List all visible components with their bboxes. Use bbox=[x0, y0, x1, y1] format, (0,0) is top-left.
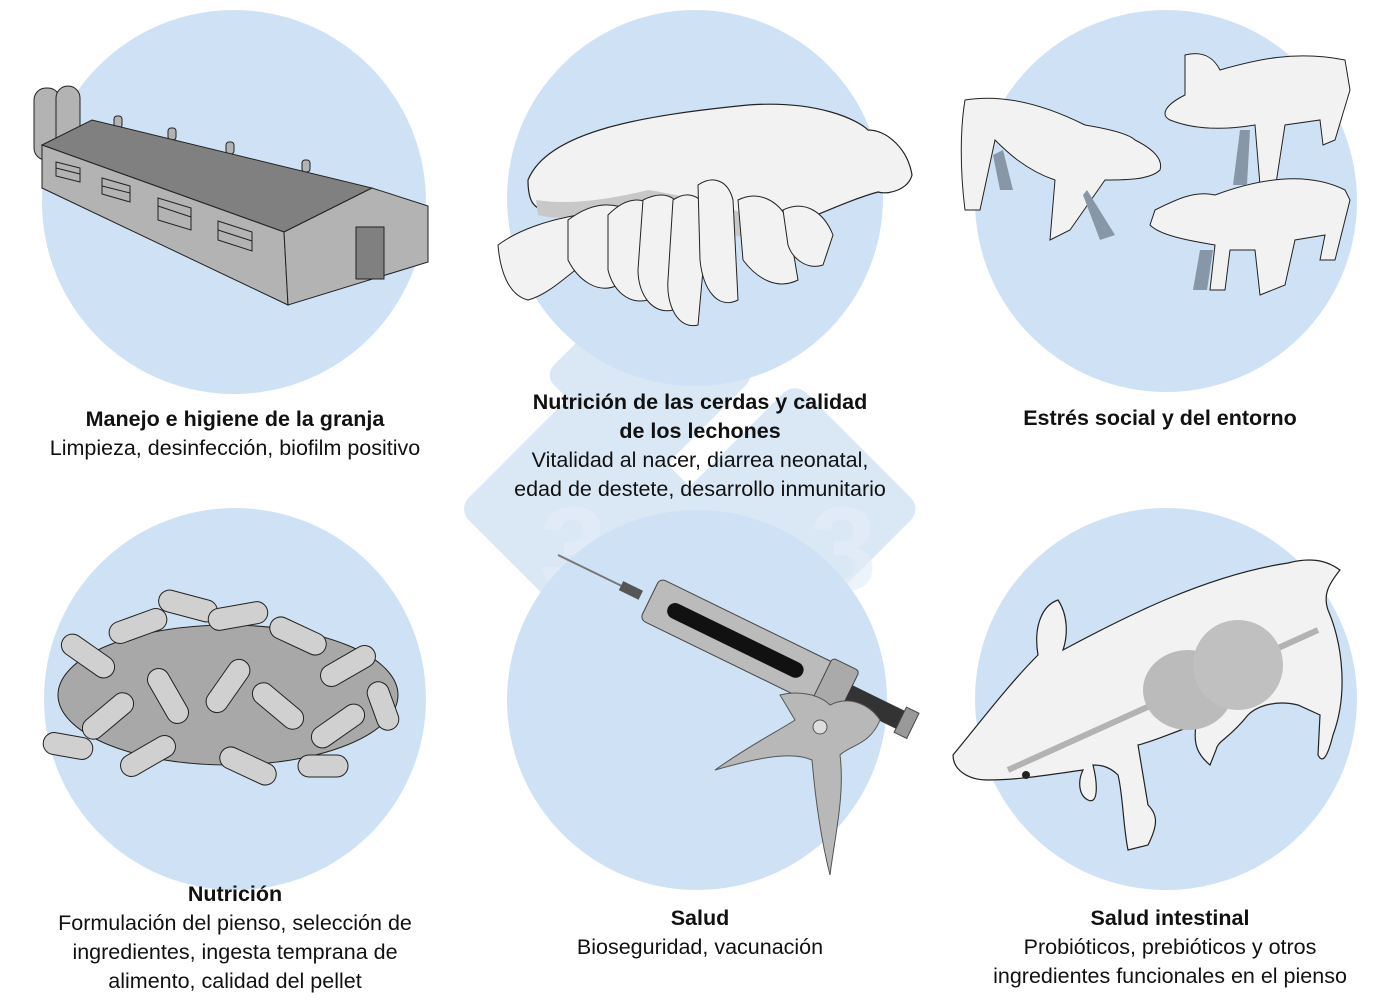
panel-nutrition-description-line3: alimento, calidad del pellet bbox=[108, 969, 362, 993]
panel-stress-title: Estrés social y del entorno bbox=[1023, 406, 1297, 430]
three-pigs-icon bbox=[960, 53, 1351, 296]
panel-gut-health-description-line2: ingredientes funcionales en el pienso bbox=[993, 964, 1347, 988]
panel-gut-health-caption: Salud intestinal Probióticos, prebiótico… bbox=[940, 904, 1400, 991]
panel-sow-nutrition-title-line2: de los lechones bbox=[619, 419, 781, 443]
barn-icon bbox=[33, 85, 429, 306]
pig-digestive-tract-icon bbox=[952, 559, 1343, 851]
panel-nutrition-title: Nutrición bbox=[187, 882, 283, 906]
panel-farm-title: Manejo e higiene de la granja bbox=[85, 407, 385, 431]
panel-nutrition-caption: Nutrición Formulación del pienso, selecc… bbox=[0, 880, 470, 996]
panel-sow-nutrition-caption: Nutrición de las cerdas y calidad de los… bbox=[470, 388, 930, 504]
vaccine-syringe-icon bbox=[557, 554, 920, 875]
panel-stress-caption: Estrés social y del entorno bbox=[960, 404, 1360, 433]
panel-sow-nutrition-title-line1: Nutrición de las cerdas y calidad bbox=[532, 390, 868, 414]
panel-farm-description: Limpieza, desinfección, biofilm positivo bbox=[49, 436, 421, 460]
panel-sow-nutrition-description-line2: edad de destete, desarrollo inmunitario bbox=[514, 477, 886, 501]
panel-farm-caption: Manejo e higiene de la granja Limpieza, … bbox=[0, 405, 470, 463]
nursing-sow-icon bbox=[497, 103, 913, 327]
panel-nutrition-description-line1: Formulación del pienso, selección de bbox=[58, 911, 412, 935]
panel-health-description: Bioseguridad, vacunación bbox=[576, 935, 824, 959]
panel-gut-health-description-line1: Probióticos, prebióticos y otros bbox=[1023, 935, 1317, 959]
feed-pellets-icon bbox=[42, 589, 400, 786]
panel-health-title: Salud bbox=[670, 906, 730, 930]
panel-gut-health-title: Salud intestinal bbox=[1090, 906, 1250, 930]
panel-nutrition-description-line2: ingredientes, ingesta temprana de bbox=[72, 940, 398, 964]
panel-health-caption: Salud Bioseguridad, vacunación bbox=[500, 904, 900, 962]
panel-sow-nutrition-description-line1: Vitalidad al nacer, diarrea neonatal, bbox=[531, 448, 869, 472]
